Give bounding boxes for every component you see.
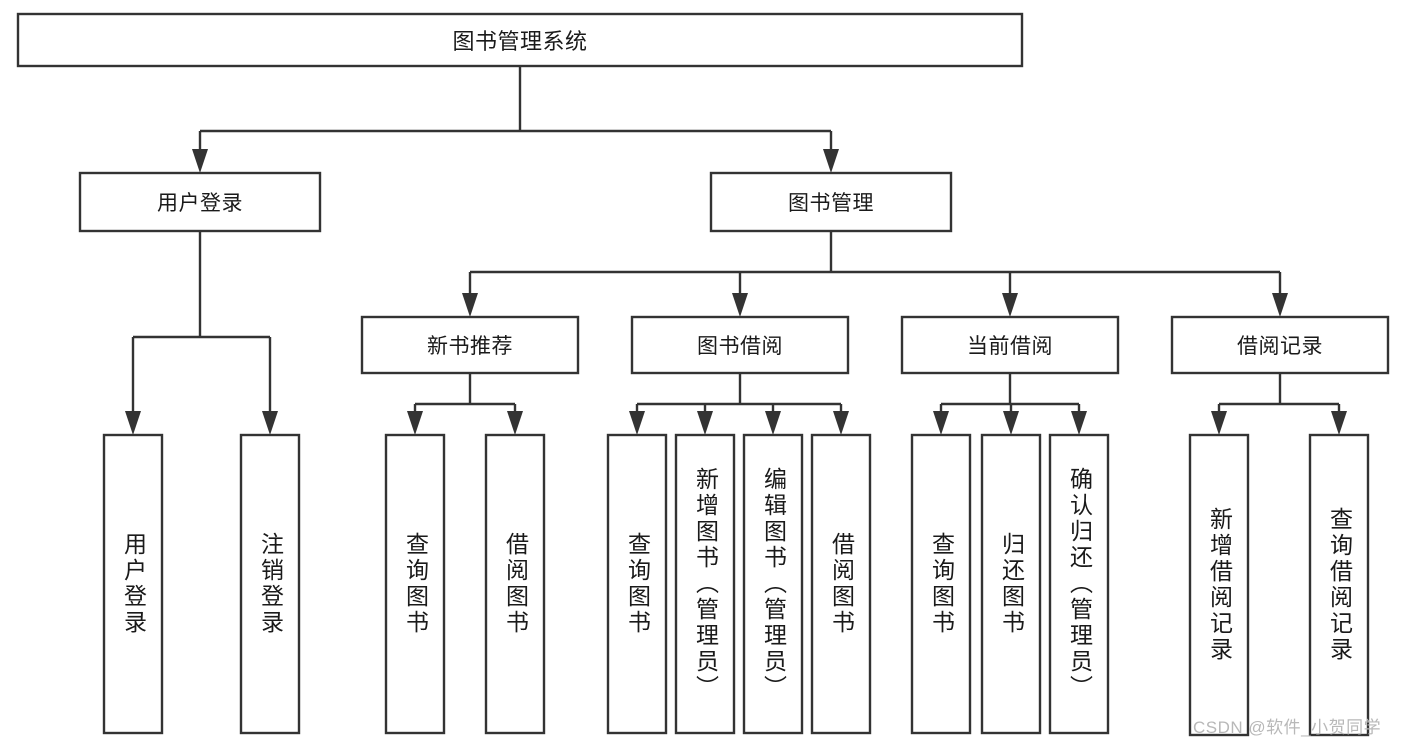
node-box-query-book-1[interactable] xyxy=(384,433,446,735)
node-box-user-login[interactable] xyxy=(78,171,322,233)
node-user-login-action[interactable] xyxy=(104,435,162,733)
node-box-user-logout-action[interactable] xyxy=(239,433,301,735)
node-borrow-record[interactable] xyxy=(1172,317,1388,373)
arrow-head-icon-user-login xyxy=(192,149,208,173)
node-query-book-2[interactable] xyxy=(608,435,666,733)
csdn-watermark: CSDN @软件_小贺同学 xyxy=(1193,718,1382,737)
arrow-head-icon-query-book-3 xyxy=(933,411,949,435)
node-box-edit-book-admin[interactable] xyxy=(742,433,804,735)
node-box-borrow-book-1[interactable] xyxy=(484,433,546,735)
node-return-book[interactable] xyxy=(982,435,1040,733)
arrow-head-icon-book-management xyxy=(823,149,839,173)
arrow-head-icon-borrow-record xyxy=(1272,293,1288,317)
node-box-borrow-record[interactable] xyxy=(1170,315,1390,375)
arrow-head-icon-query-book-1 xyxy=(407,411,423,435)
node-confirm-return-admin[interactable] xyxy=(1050,435,1108,733)
node-borrow-book-1[interactable] xyxy=(486,435,544,733)
arrow-head-icon-user-logout-action xyxy=(262,411,278,435)
node-box-return-book[interactable] xyxy=(980,433,1042,735)
arrow-head-icon-return-book xyxy=(1003,411,1019,435)
arrow-head-icon-query-book-2 xyxy=(629,411,645,435)
node-query-borrow-record[interactable] xyxy=(1310,435,1368,735)
arrow-head-icon-user-login-action xyxy=(125,411,141,435)
node-book-borrow[interactable] xyxy=(632,317,848,373)
node-book-management[interactable] xyxy=(711,173,951,231)
arrow-head-icon-query-borrow-record xyxy=(1331,411,1347,435)
node-box-new-book-recommend[interactable] xyxy=(360,315,580,375)
node-user-logout-action[interactable] xyxy=(241,435,299,733)
arrow-head-icon-borrow-book-2 xyxy=(833,411,849,435)
node-current-borrow[interactable] xyxy=(902,317,1118,373)
arrow-head-icon-add-borrow-record xyxy=(1211,411,1227,435)
arrow-head-icon-book-borrow xyxy=(732,293,748,317)
node-edit-book-admin[interactable] xyxy=(744,435,802,733)
node-query-book-3[interactable] xyxy=(912,435,970,733)
arrow-head-icon-new-book-recommend xyxy=(462,293,478,317)
node-box-query-book-2[interactable] xyxy=(606,433,668,735)
arrow-head-icon-confirm-return-admin xyxy=(1071,411,1087,435)
node-user-login[interactable] xyxy=(80,173,320,231)
node-add-borrow-record[interactable] xyxy=(1190,435,1248,735)
node-borrow-book-2[interactable] xyxy=(812,435,870,733)
node-box-add-borrow-record[interactable] xyxy=(1188,433,1250,737)
node-box-borrow-book-2[interactable] xyxy=(810,433,872,735)
node-box-query-borrow-record[interactable] xyxy=(1308,433,1370,737)
node-box-add-book-admin[interactable] xyxy=(674,433,736,735)
node-query-book-1[interactable] xyxy=(386,435,444,733)
arrow-head-icon-add-book-admin xyxy=(697,411,713,435)
arrow-head-icon-borrow-book-1 xyxy=(507,411,523,435)
node-root[interactable] xyxy=(18,14,1022,66)
arrow-head-icon-edit-book-admin xyxy=(765,411,781,435)
node-box-root[interactable] xyxy=(16,12,1024,68)
node-add-book-admin[interactable] xyxy=(676,435,734,733)
node-new-book-recommend[interactable] xyxy=(362,317,578,373)
arrow-head-icon-current-borrow xyxy=(1002,293,1018,317)
node-box-confirm-return-admin[interactable] xyxy=(1048,433,1110,735)
node-box-query-book-3[interactable] xyxy=(910,433,972,735)
